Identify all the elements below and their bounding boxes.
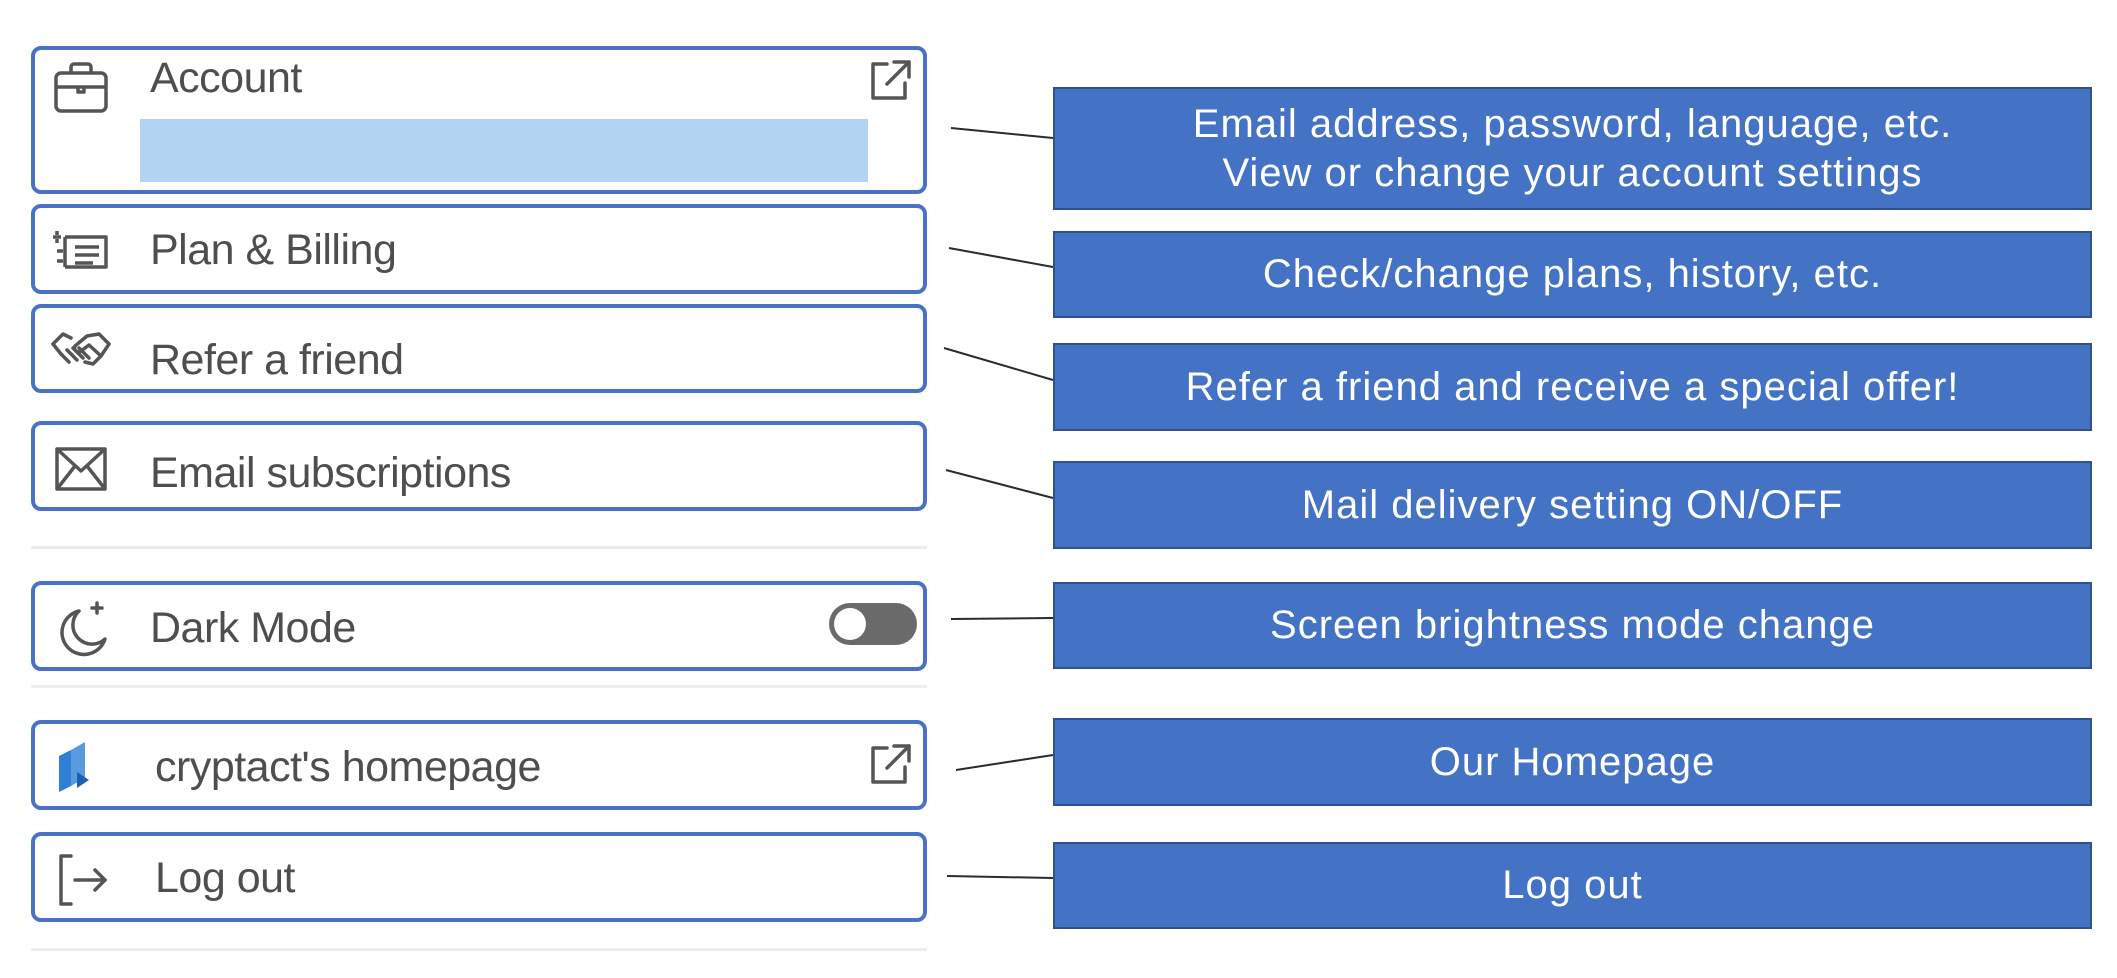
menu-item-account[interactable]: Account <box>31 46 927 194</box>
connector-refer <box>943 347 1054 381</box>
callout-account-line2: View or change your account settings <box>1222 150 1923 195</box>
callout-refer: Refer a friend and receive a special off… <box>1053 343 2092 431</box>
callout-logout-text: Log out <box>1502 863 1643 907</box>
callout-account: Email address, password, language, etc. … <box>1053 87 2092 210</box>
callout-dark-mode: Screen brightness mode change <box>1053 582 2092 669</box>
menu-label-email-subscriptions: Email subscriptions <box>150 449 511 497</box>
menu-label-logout: Log out <box>155 854 295 902</box>
callout-logout: Log out <box>1053 842 2092 929</box>
menu-item-refer-friend[interactable]: Refer a friend <box>31 304 927 393</box>
callout-dark-mode-text: Screen brightness mode change <box>1270 603 1875 647</box>
toggle-knob <box>834 608 866 640</box>
menu-item-logout[interactable]: Log out <box>31 832 927 922</box>
menu-label-account: Account <box>150 54 302 102</box>
callout-plan-billing-text: Check/change plans, history, etc. <box>1262 252 1883 296</box>
menu-label-homepage: cryptact's homepage <box>155 743 541 791</box>
callout-homepage-text: Our Homepage <box>1429 739 1716 784</box>
callout-homepage: Our Homepage <box>1053 718 2092 806</box>
connector-plan-billing <box>948 247 1054 268</box>
menu-item-plan-billing[interactable]: Plan & Billing <box>31 204 927 294</box>
menu-label-plan-billing: Plan & Billing <box>150 226 397 274</box>
handshake-icon <box>49 318 113 382</box>
callout-email-subscriptions-text: Mail delivery setting ON/OFF <box>1301 482 1844 527</box>
connector-dark-mode <box>950 617 1054 620</box>
connector-logout <box>946 875 1054 879</box>
envelope-icon <box>49 437 113 501</box>
callout-account-line1: Email address, password, language, etc. <box>1192 101 1953 146</box>
menu-divider <box>31 685 927 688</box>
logout-icon <box>49 848 113 912</box>
moon-icon <box>49 597 113 661</box>
connector-homepage <box>955 754 1054 771</box>
dark-mode-toggle[interactable] <box>829 603 917 645</box>
account-highlight <box>140 119 868 182</box>
external-link-icon[interactable] <box>865 740 913 788</box>
menu-divider <box>31 546 927 549</box>
callout-email-subscriptions: Mail delivery setting ON/OFF <box>1053 461 2092 549</box>
billing-icon <box>49 219 113 283</box>
connector-account <box>950 127 1054 139</box>
menu-label-refer: Refer a friend <box>150 336 404 384</box>
menu-item-email-subscriptions[interactable]: Email subscriptions <box>31 421 927 511</box>
external-link-icon[interactable] <box>865 56 913 104</box>
menu-divider <box>31 948 927 951</box>
callout-plan-billing: Check/change plans, history, etc. <box>1053 231 2092 318</box>
briefcase-icon <box>49 56 113 120</box>
connector-email-subscriptions <box>945 469 1054 499</box>
menu-item-homepage[interactable]: cryptact's homepage <box>31 720 927 810</box>
menu-item-dark-mode[interactable]: Dark Mode <box>31 581 927 671</box>
cryptact-logo-icon <box>49 736 113 800</box>
menu-label-dark-mode: Dark Mode <box>150 604 356 652</box>
callout-refer-text: Refer a friend and receive a special off… <box>1185 364 1960 409</box>
